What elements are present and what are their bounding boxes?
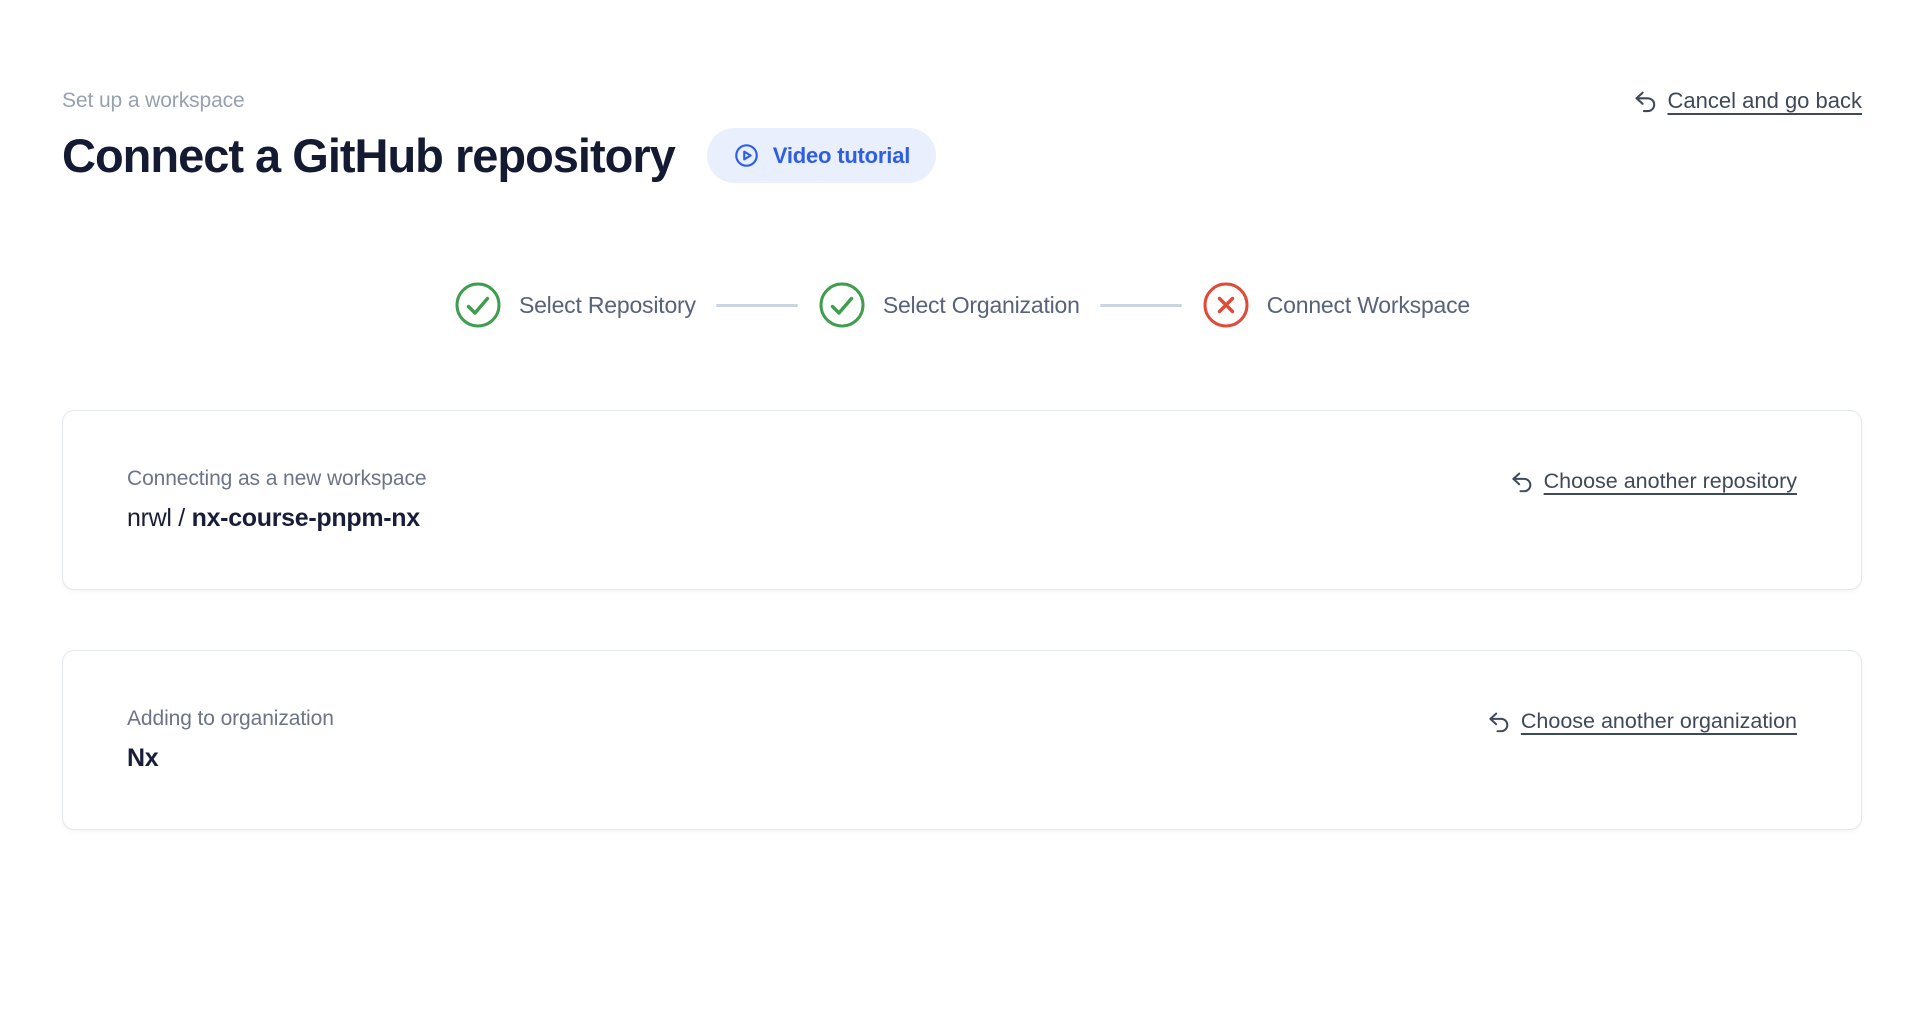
repository-name: nx-course-pnpm-nx [191, 504, 421, 532]
repository-owner: nrwl / [127, 504, 185, 532]
repository-card-info: Connecting as a new workspace nrwl / nx-… [127, 467, 427, 533]
undo-arrow-icon [1489, 712, 1509, 733]
step-select-repository: Select Repository [454, 281, 696, 329]
step-select-organization: Select Organization [818, 281, 1080, 329]
organization-name-value: Nx [127, 744, 334, 773]
check-circle-icon [819, 282, 865, 328]
organization-card-label: Adding to organization [127, 707, 334, 730]
wizard-stepper: Select Repository Select Organization Co… [62, 281, 1862, 329]
choose-another-organization-link[interactable]: Choose another organization [1486, 709, 1797, 734]
choose-another-repository-label: Choose another repository [1543, 469, 1797, 493]
cancel-link-label: Cancel and go back [1667, 88, 1862, 113]
step-label: Select Repository [518, 291, 696, 318]
step-label: Connect Workspace [1266, 291, 1471, 318]
repository-card: Connecting as a new workspace nrwl / nx-… [62, 410, 1862, 590]
video-tutorial-label: Video tutorial [772, 142, 911, 168]
eyebrow-label: Set up a workspace [62, 89, 245, 112]
organization-card-info: Adding to organization Nx [127, 707, 334, 773]
repository-full-name: nrwl / nx-course-pnpm-nx [127, 504, 426, 533]
check-circle-icon [455, 282, 501, 328]
header-main-row: Connect a GitHub repository Video tutori… [62, 128, 1862, 183]
video-tutorial-button[interactable]: Video tutorial [706, 128, 937, 183]
undo-arrow-icon [1635, 91, 1655, 113]
play-circle-icon [734, 144, 758, 167]
choose-another-repository-link[interactable]: Choose another repository [1509, 469, 1797, 494]
organization-name: Nx [127, 744, 159, 772]
step-connect-workspace: Connect Workspace [1202, 281, 1470, 329]
x-circle-icon [1203, 282, 1249, 328]
cancel-and-go-back-link[interactable]: Cancel and go back [1632, 88, 1862, 114]
page-title: Connect a GitHub repository [62, 129, 676, 182]
choose-another-organization-label: Choose another organization [1520, 709, 1797, 733]
step-connector [715, 303, 798, 307]
setup-workspace-page: Set up a workspace Cancel and go back Co… [0, 88, 1924, 830]
step-connector [1099, 303, 1182, 307]
step-label: Select Organization [882, 291, 1080, 318]
organization-card: Adding to organization Nx Choose another… [62, 650, 1862, 830]
undo-arrow-icon [1512, 472, 1531, 493]
repository-card-label: Connecting as a new workspace [127, 467, 427, 490]
header-top-row: Set up a workspace Cancel and go back [62, 88, 1862, 114]
